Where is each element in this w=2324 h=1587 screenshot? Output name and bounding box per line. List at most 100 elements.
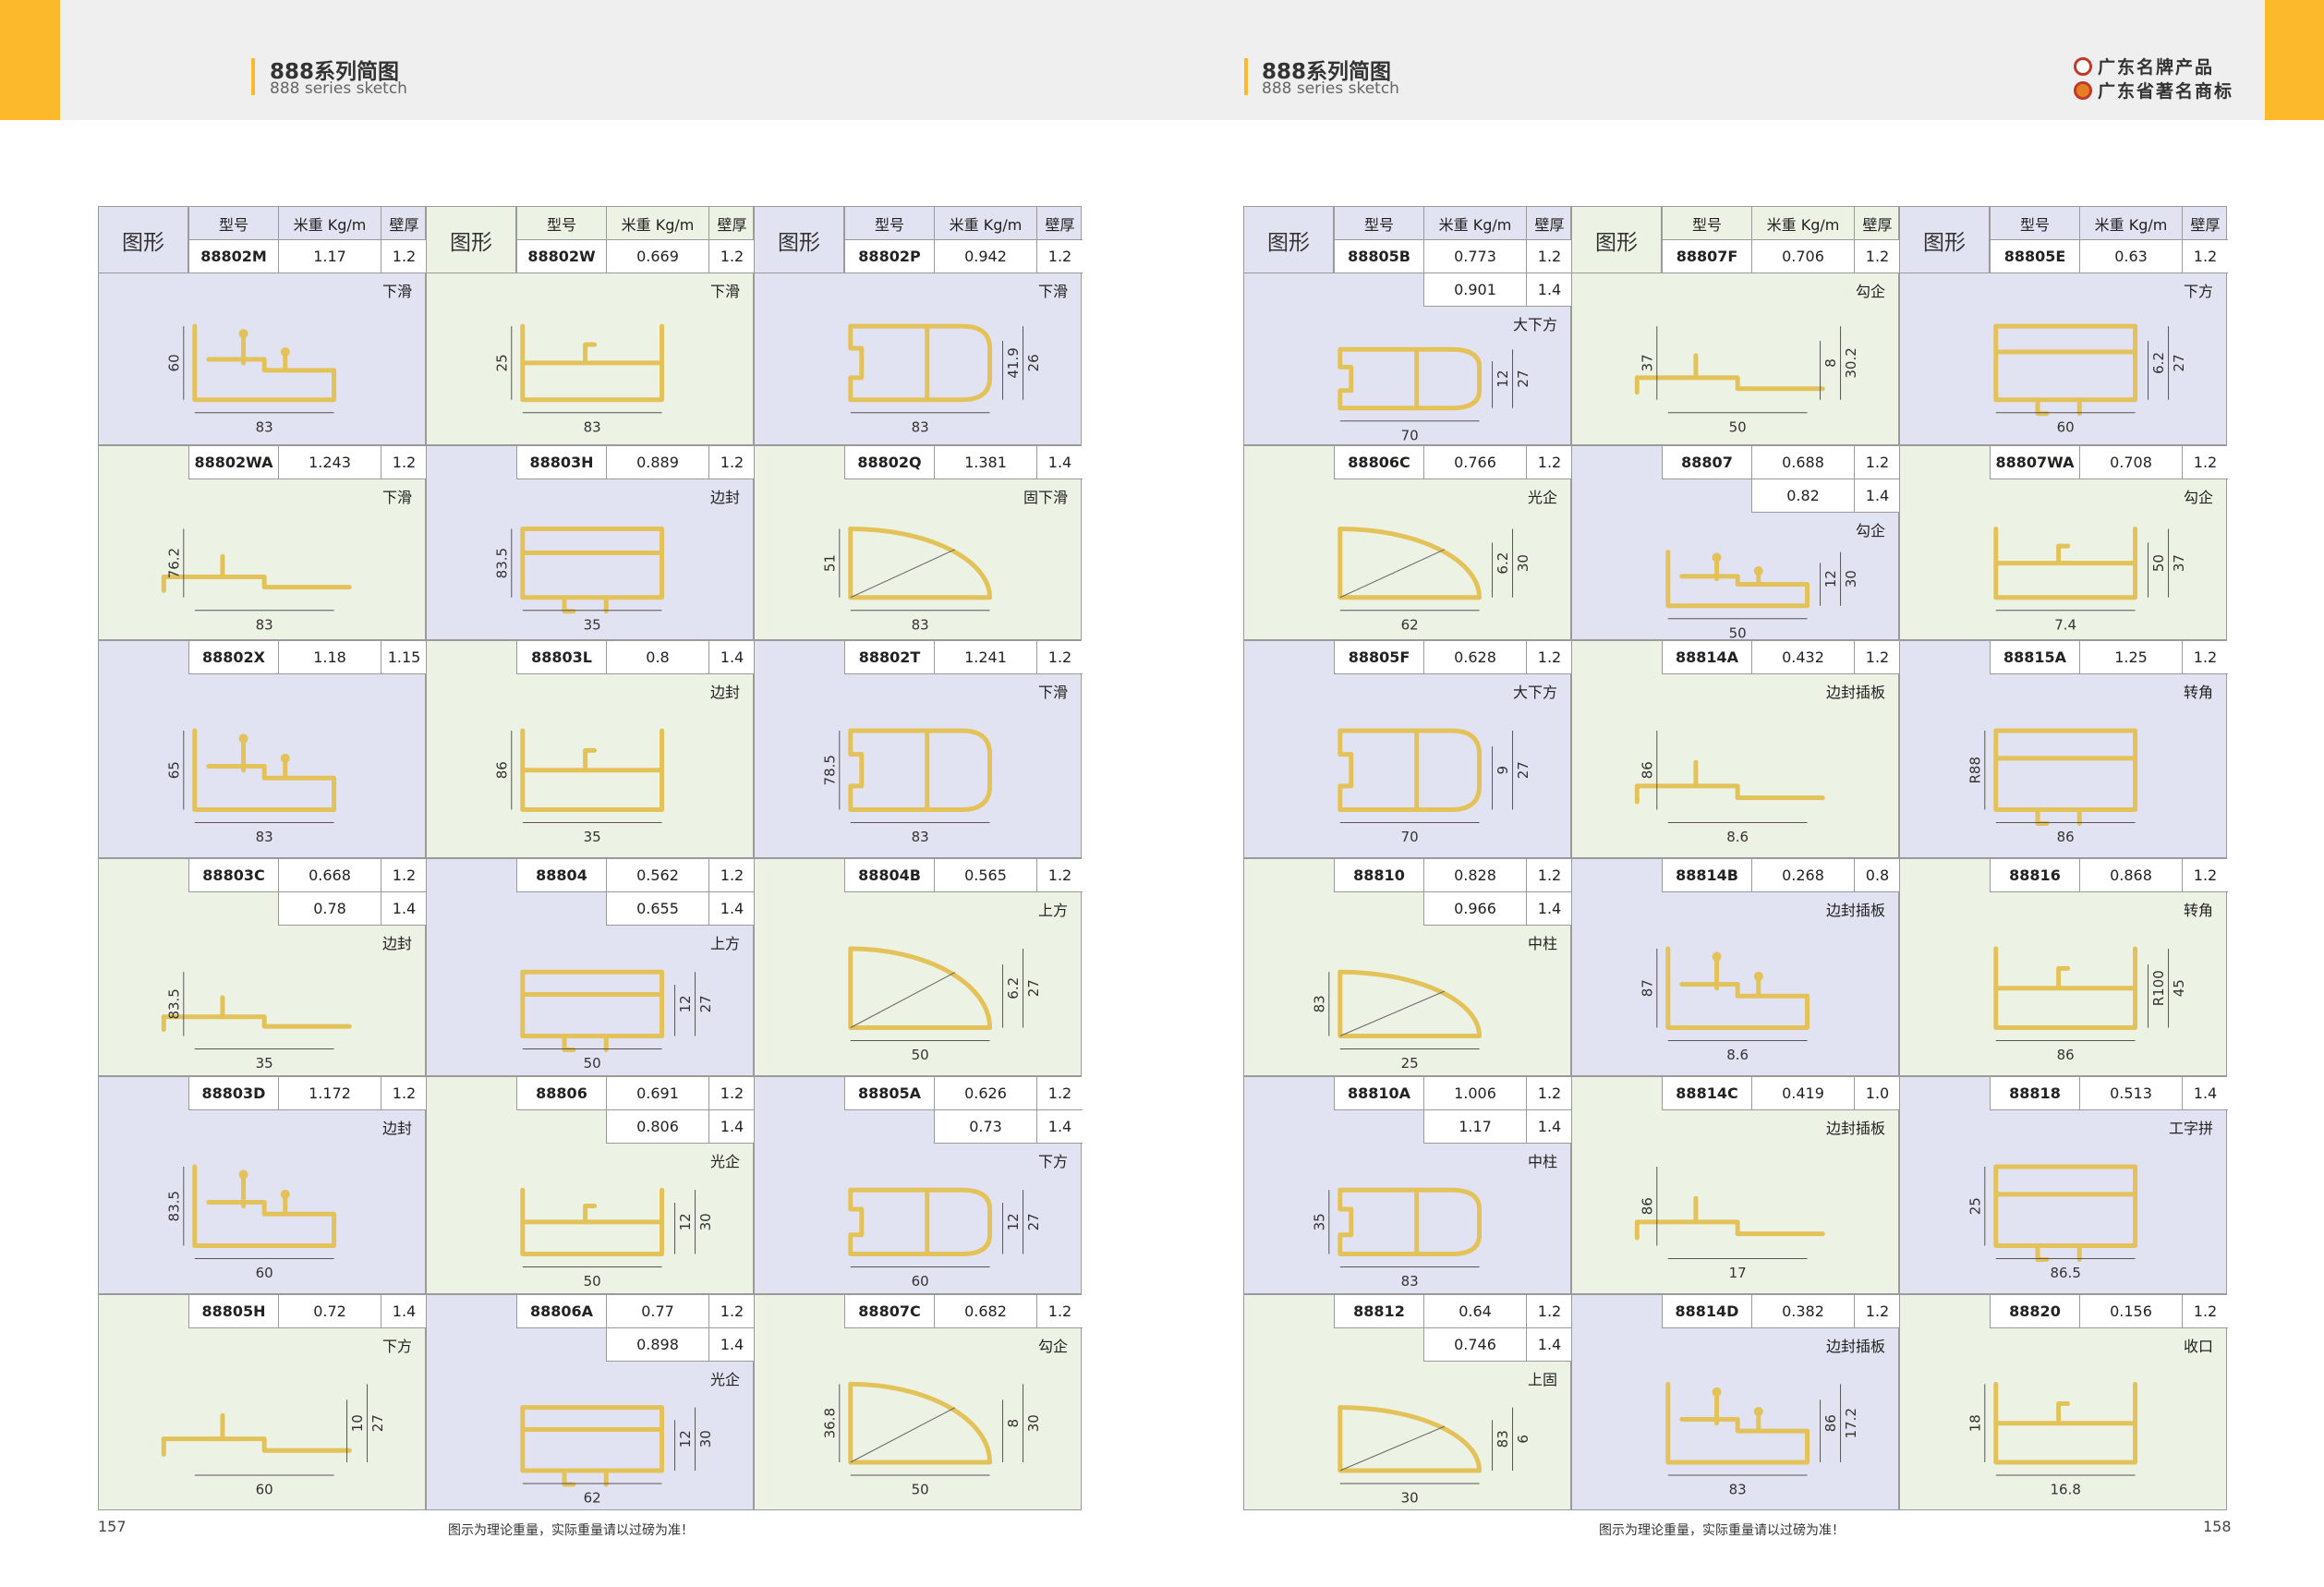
profile-88820-unit-weight: 0.156 — [2079, 1295, 2182, 1328]
profile-88805h-dimension: 60 — [256, 1482, 273, 1498]
profile-88810-unit-weight: 0.966 — [1423, 892, 1526, 926]
profile-88806-unit-weight: 0.806 — [606, 1110, 708, 1144]
profile-88803h-unit-weight: 0.889 — [606, 446, 708, 479]
profile-88805a-unit-weight: 0.73 — [934, 1110, 1036, 1144]
profile-88807-model-code: 88807 — [1662, 446, 1751, 479]
profile-88803c-profile-drawing: 83.535 — [161, 972, 352, 1072]
profile-88804-usage: 上方 — [709, 935, 740, 952]
profile-88802p-dimension: 41.9 — [1005, 347, 1022, 378]
weight-column-header: 米重 Kg/m — [934, 207, 1036, 240]
profile-88802q-usage: 固下滑 — [1023, 489, 1068, 506]
profile-88802w-model-code: 88802W — [516, 240, 606, 273]
profile-88803d-unit-weight: 1.172 — [278, 1077, 381, 1110]
profile-88803c-unit-weight: 0.668 — [278, 859, 381, 892]
profile-88805f-model-code: 88805F — [1334, 641, 1423, 674]
profile-88803h-model-code: 88803H — [516, 446, 606, 479]
profile-88802p-wall-thickness: 1.2 — [1036, 240, 1083, 273]
profile-88812-dimension: 83 — [1495, 1430, 1511, 1448]
profile-88805a-unit-weight: 0.626 — [934, 1077, 1036, 1110]
profile-88802m-wall-thickness: 1.2 — [381, 240, 427, 273]
profile-88812-model-code: 88812 — [1334, 1295, 1423, 1328]
profile-88807wa-dimension: 7.4 — [2054, 616, 2076, 633]
figure-column-header: 图形 — [755, 207, 844, 273]
profile-88814b-dimension: 87 — [1639, 979, 1655, 997]
profile-88807-dimension: 12 — [1822, 570, 1839, 588]
profile-88805e-model-code: 88805E — [1990, 240, 2079, 273]
profile-88802x-dimension: 83 — [256, 829, 273, 845]
profile-88806c-unit-weight: 0.766 — [1423, 446, 1526, 479]
brand-badge-icon — [2074, 56, 2092, 76]
model-column-header: 型号 — [844, 207, 934, 240]
profile-88814d-dimension: 17.2 — [1843, 1408, 1859, 1438]
profile-88814b-dimension: 8.6 — [1726, 1047, 1749, 1063]
profile-88802x-unit-weight: 1.18 — [278, 641, 381, 674]
profile-88802wa-dimension: 76.2 — [165, 548, 182, 578]
profile-88803h-dimension: 35 — [584, 616, 601, 633]
model-column-header: 型号 — [1662, 207, 1751, 240]
profile-88802q-model-code: 88802Q — [844, 446, 934, 479]
profile-88802m-dimension: 83 — [256, 418, 273, 435]
profile-88806a-model-code: 88806A — [516, 1295, 606, 1328]
profile-88807f-dimension: 50 — [1729, 418, 1747, 435]
profile-88806a-dimension: 12 — [677, 1430, 694, 1448]
profile-88818-unit-weight: 0.513 — [2079, 1077, 2182, 1110]
profile-88805a-dimension: 12 — [1005, 1213, 1022, 1230]
profile-88806-dimension: 50 — [584, 1273, 601, 1290]
profile-88803c-model-code: 88803C — [188, 859, 278, 892]
profile-88805b-wall-thickness: 1.2 — [1526, 240, 1572, 273]
weight-footnote-left: 图示为理论重量，实际重量请以过磅为准！ — [448, 1523, 694, 1538]
profile-88820-dimension: 16.8 — [2050, 1482, 2080, 1498]
profile-88803d-dimension: 60 — [256, 1265, 273, 1281]
profile-88807f-dimension: 30.2 — [1843, 347, 1859, 378]
profile-88803d-model-code: 88803D — [188, 1077, 278, 1110]
profile-88803d-sketch: 83.560 — [165, 1164, 337, 1281]
profile-88815a-dimension: 86 — [2057, 829, 2075, 845]
profile-88820-model-code: 88820 — [1990, 1295, 2079, 1328]
profile-88810-wall-thickness: 1.2 — [1526, 859, 1572, 892]
weight-footnote-right: 图示为理论重量，实际重量请以过磅为准！ — [1599, 1523, 1845, 1538]
profile-88804-wall-thickness: 1.2 — [708, 859, 755, 892]
profile-88805a-model-code: 88805A — [844, 1077, 934, 1110]
profile-88816-dimension: 45 — [2171, 979, 2187, 997]
profile-88802t-wall-thickness: 1.2 — [1036, 641, 1083, 674]
profile-88807c-model-code: 88807C — [844, 1295, 934, 1328]
profile-88806a-unit-weight: 0.77 — [606, 1295, 708, 1328]
profile-88818-dimension: 25 — [1967, 1197, 1983, 1215]
profile-88804b-dimension: 27 — [1025, 979, 1042, 997]
profile-88810a-usage: 中柱 — [1527, 1153, 1557, 1170]
profile-88814d-dimension: 83 — [1729, 1482, 1747, 1498]
profile-88806-wall-thickness: 1.4 — [708, 1110, 755, 1144]
profile-88804-model-code: 88804 — [516, 859, 606, 892]
profile-88804-dimension: 12 — [677, 995, 694, 1012]
profile-88802p-dimension: 26 — [1025, 354, 1042, 371]
profile-88802q-wall-thickness: 1.4 — [1036, 446, 1083, 479]
profile-88802wa-dimension: 83 — [256, 616, 273, 633]
profile-88804b-dimension: 50 — [912, 1047, 929, 1063]
profile-88802p-usage: 下滑 — [1037, 283, 1068, 300]
profile-88812-usage: 上固 — [1527, 1371, 1557, 1388]
profile-88806c-dimension: 62 — [1401, 616, 1419, 633]
profile-88807-unit-weight: 0.82 — [1751, 479, 1854, 513]
profile-88802t-dimension: 78.5 — [821, 755, 838, 785]
profile-88803c-sketch: 83.535 — [161, 972, 352, 1072]
profile-88814d-unit-weight: 0.382 — [1751, 1295, 1854, 1328]
profile-88803c-wall-thickness: 1.2 — [381, 859, 427, 892]
profile-88807-usage: 勾企 — [1855, 522, 1885, 539]
profile-88806a-dimension: 30 — [697, 1430, 714, 1448]
model-column-header: 型号 — [188, 207, 278, 240]
